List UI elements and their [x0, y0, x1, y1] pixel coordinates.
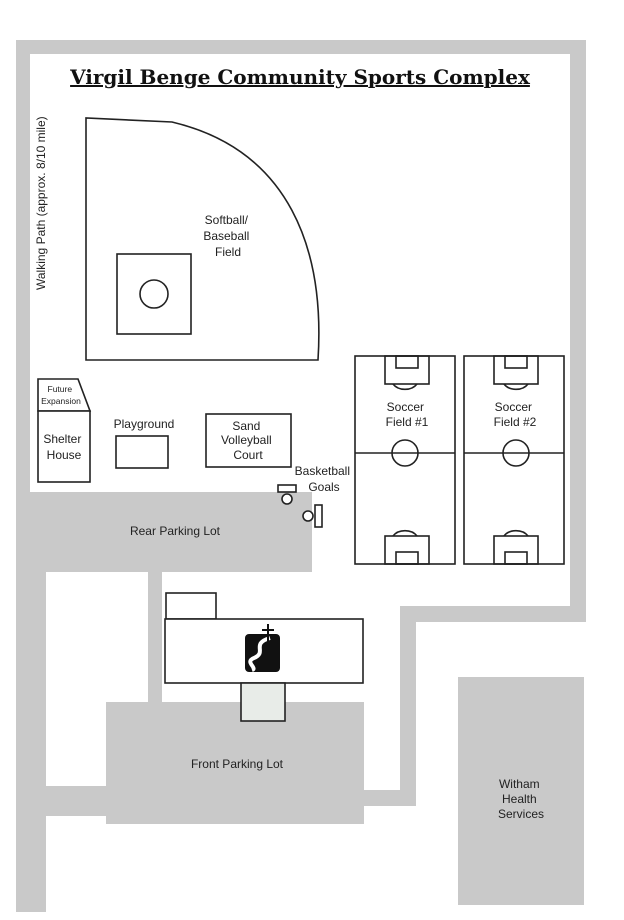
witham-health-services-label: Witham Health Services: [498, 777, 544, 821]
front-parking-lot-label: Front Parking Lot: [191, 757, 284, 771]
sand-volleyball-court: Sand Volleyball Court: [205, 413, 292, 468]
main-building: [164, 592, 364, 722]
walking-path: [16, 40, 586, 912]
rear-parking-lot: [46, 492, 312, 572]
front-parking-lot: [106, 702, 364, 824]
volleyball-label: Sand Volleyball Court: [221, 419, 275, 462]
basketball-goals: Basketball Goals: [277, 464, 354, 528]
playground: Playground: [114, 417, 175, 469]
ballfield-label: Softball/ Baseball Field: [203, 213, 252, 259]
future-expansion-label: Future Expansion: [41, 384, 81, 406]
softball-baseball-field: Softball/ Baseball Field: [85, 117, 320, 361]
map-title: Virgil Benge Community Sports Complex: [69, 65, 531, 89]
walking-path-label: Walking Path (approx. 8/10 mile): [34, 116, 48, 290]
basketball-label: Basketball Goals: [295, 464, 354, 494]
playground-label: Playground: [114, 417, 175, 431]
rear-parking-lot-label: Rear Parking Lot: [130, 524, 221, 538]
future-expansion: Future Expansion: [37, 378, 92, 412]
soccer-field-1: Soccer Field #1: [354, 355, 456, 565]
shelter-house-label: Shelter House: [43, 432, 84, 462]
soccer-field-1-label: Soccer Field #1: [386, 400, 429, 429]
shelter-house: Shelter House: [37, 410, 91, 483]
soccer-field-2-label: Soccer Field #2: [494, 400, 537, 429]
witham-health-services: [458, 677, 584, 905]
road-cross-logo-icon: [245, 624, 280, 672]
soccer-field-2: Soccer Field #2: [463, 355, 565, 565]
